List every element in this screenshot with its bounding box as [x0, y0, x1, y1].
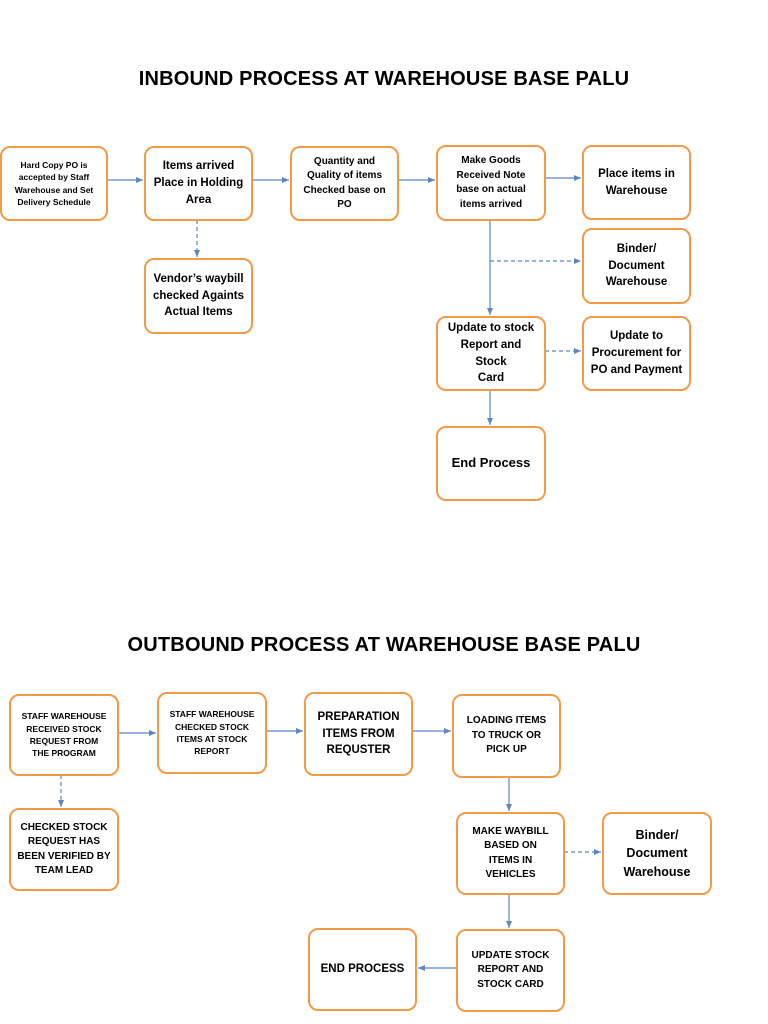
node-waybill-checked: Vendor’s waybill checked Againts Actual …	[144, 258, 253, 334]
node-items-arrived: Items arrived Place in Holding Area	[144, 146, 253, 221]
node-loading: LOADING ITEMS TO TRUCK OR PICK UP	[452, 694, 561, 778]
node-received-request: STAFF WAREHOUSE RECEIVED STOCK REQUEST F…	[9, 694, 119, 776]
node-end-inbound: End Process	[436, 426, 546, 501]
inbound-title: INBOUND PROCESS AT WAREHOUSE BASE PALU	[138, 68, 630, 90]
node-waybill: MAKE WAYBILL BASED ON ITEMS IN VEHICLES	[456, 812, 565, 895]
node-place-items: Place items in Warehouse	[582, 145, 691, 220]
node-goods-received: Make Goods Received Note base on actual …	[436, 145, 546, 221]
node-end-outbound: END PROCESS	[308, 928, 417, 1011]
node-update-procurement: Update to Procurement for PO and Payment	[582, 316, 691, 391]
node-po-accepted: Hard Copy PO is accepted by Staff Wareho…	[0, 146, 108, 221]
node-qty-quality: Quantity and Quality of items Checked ba…	[290, 146, 399, 221]
outbound-title: OUTBOUND PROCESS AT WAREHOUSE BASE PALU	[127, 634, 641, 656]
node-update-stock-out: UPDATE STOCK REPORT AND STOCK CARD	[456, 929, 565, 1012]
node-checked-stock: STAFF WAREHOUSE CHECKED STOCK ITEMS AT S…	[157, 692, 267, 774]
node-binder-outbound: Binder/ Document Warehouse	[602, 812, 712, 895]
node-preparation: PREPARATION ITEMS FROM REQUSTER	[304, 692, 413, 776]
node-verified: CHECKED STOCK REQUEST HAS BEEN VERIFIED …	[9, 808, 119, 891]
node-binder-inbound: Binder/ Document Warehouse	[582, 228, 691, 304]
node-update-stock: Update to stock Report and Stock Card	[436, 316, 546, 391]
